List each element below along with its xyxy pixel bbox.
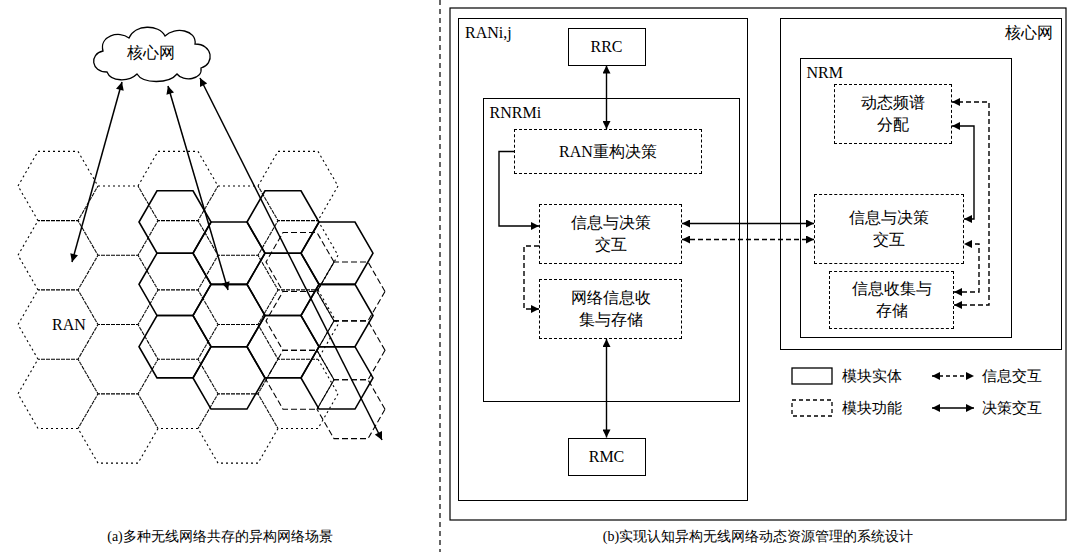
- decision-arrow: [682, 223, 814, 224]
- legend-text: 模块实体: [842, 367, 902, 386]
- node-label: RAN重构决策: [559, 141, 657, 163]
- hex-cell: [138, 359, 218, 428]
- hex-cell: [317, 380, 385, 439]
- hex-cell: [139, 253, 211, 315]
- hex-cell: [266, 291, 334, 350]
- hex-cell: [193, 284, 265, 346]
- hex-cell: [198, 325, 278, 394]
- node-label: RMC: [589, 446, 625, 468]
- hex-cell: [266, 350, 334, 409]
- info-arrow: [682, 239, 814, 240]
- panel-frame: [450, 8, 1066, 520]
- node-label: RANi,j: [465, 22, 512, 44]
- sub-caption: (b)实现认知异构无线网络动态资源管理的系统设计: [548, 528, 968, 546]
- module-frame: 动态频谱分配信息与决策交互信息收集与存储 NRM: [800, 58, 1012, 338]
- legend-swatch: [790, 398, 836, 418]
- module-box: RMC: [568, 438, 646, 476]
- divider: [439, 0, 440, 552]
- decision-arrow: [606, 339, 607, 438]
- node-label: NRM: [807, 62, 843, 84]
- link-arrow: [72, 82, 122, 262]
- legend-swatch: [790, 366, 836, 386]
- link-arrow: [200, 78, 382, 440]
- node-label: 信息与决策交互: [569, 212, 652, 255]
- node-label: 核心网: [1005, 22, 1053, 44]
- hex-cell: [258, 151, 338, 220]
- cloud-shape: 核心网: [85, 22, 217, 84]
- hex-cell: [301, 284, 373, 346]
- hex-cell: [138, 290, 218, 359]
- node-label: 核心网: [127, 42, 175, 64]
- cloud-outline: [94, 27, 211, 81]
- function-box: 信息与决策交互: [539, 204, 682, 264]
- hex-cell: [258, 290, 338, 359]
- node-label: RNRMi: [490, 102, 542, 124]
- hex-cell: [247, 253, 319, 315]
- info-arrow: [952, 102, 989, 305]
- decision-arrow: [499, 152, 539, 227]
- function-box: 信息收集与存储: [829, 271, 954, 329]
- node-label: RRC: [590, 36, 622, 58]
- hex-cell: [193, 347, 265, 409]
- module-box: RRC: [568, 28, 646, 66]
- hex-cell: [247, 316, 319, 378]
- legend-swatch: [930, 366, 976, 386]
- sub-caption: (a)多种无线网络共存的异构网络场景: [10, 528, 430, 546]
- hex-cell: [198, 394, 278, 463]
- info-arrow: [954, 244, 979, 292]
- legend-text: 决策交互: [982, 399, 1042, 418]
- hex-cell: [266, 233, 334, 292]
- legend-text: 模块功能: [842, 399, 902, 418]
- hex-cell: [317, 262, 385, 321]
- hex-cell: [139, 316, 211, 378]
- function-box: 动态频谱分配: [834, 84, 952, 144]
- node-label: 信息收集与存储: [850, 278, 933, 321]
- decision-arrow: [952, 126, 974, 219]
- module-frame: RRC RAN重构决策信息与决策交互网络信息收集与存储 RNRMiRMC RANi,j: [458, 18, 748, 501]
- legend-swatch: [930, 398, 976, 418]
- hex-cell: [198, 255, 278, 324]
- cloud-links: [72, 78, 382, 440]
- module-frame: RAN重构决策信息与决策交互网络信息收集与存储 RNRMi: [483, 98, 740, 402]
- function-box: 网络信息收集与存储: [539, 279, 682, 339]
- hex-cell: [139, 191, 211, 253]
- legend-item: 模块功能: [790, 398, 902, 418]
- node-label: 网络信息收集与存储: [569, 287, 652, 330]
- hex-cell: [138, 151, 218, 220]
- hex-cell: [18, 221, 98, 290]
- info-arrow: [524, 246, 539, 309]
- hex-cell: [193, 222, 265, 284]
- legend-item: 模块实体: [790, 366, 902, 386]
- function-box: 信息与决策交互: [814, 194, 964, 264]
- hex-cell: [301, 222, 373, 284]
- legend-item: 决策交互: [930, 398, 1042, 418]
- hex-cell: [18, 359, 98, 428]
- function-box: RAN重构决策: [514, 129, 702, 174]
- node-label: 信息与决策交互: [847, 207, 930, 250]
- module-frame: 动态频谱分配信息与决策交互信息收集与存储 NRM 核心网: [780, 18, 1062, 350]
- hex-cell: [78, 255, 158, 324]
- network-label: RAN: [52, 316, 86, 334]
- hex-cell: [78, 394, 158, 463]
- node-label: 动态频谱分配: [859, 92, 926, 135]
- legend-item: 信息交互: [930, 366, 1042, 386]
- legend-text: 信息交互: [982, 367, 1042, 386]
- hex-cell: [18, 290, 98, 359]
